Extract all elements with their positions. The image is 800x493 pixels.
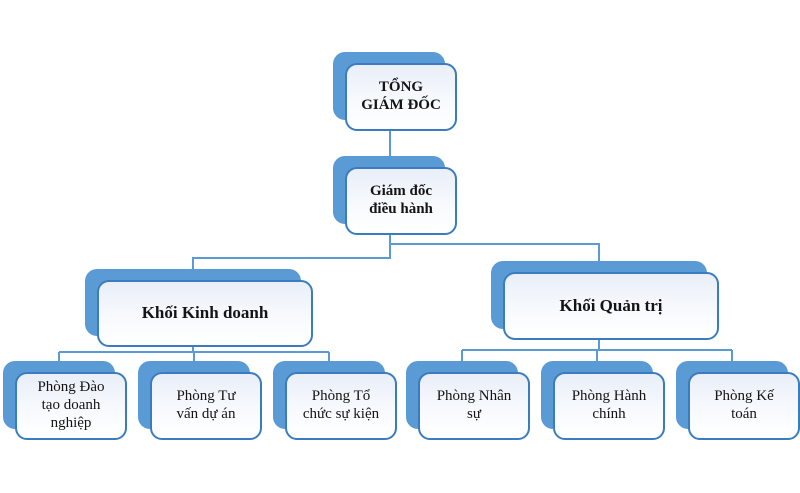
org-node-khoi-kinh-doanh: Khối Kinh doanh	[85, 269, 313, 347]
connector-exec-to-kinh-doanh	[192, 244, 391, 270]
node-face: Phòng Nhân sự	[418, 372, 530, 440]
node-face: Khối Kinh doanh	[97, 280, 313, 347]
node-label: Khối Kinh doanh	[141, 303, 269, 323]
connector-quan-tri-to-phong	[461, 340, 733, 362]
org-node-phong-dao-tao: Phòng Đào tạo doanh nghiệp	[3, 361, 127, 440]
node-label: Giám đốc điều hành	[369, 183, 433, 217]
node-label: Phòng Tư vấn dự án	[176, 388, 236, 422]
node-face: Phòng Kế toán	[688, 372, 800, 440]
org-node-phong-ke-toan: Phòng Kế toán	[676, 361, 800, 440]
node-face: Phòng Hành chính	[553, 372, 665, 440]
org-node-giam-doc-dieu-hanh: Giám đốc điều hành	[333, 156, 457, 235]
node-face: Giám đốc điều hành	[345, 167, 457, 235]
node-label: Phòng Tổ chức sự kiện	[302, 388, 380, 422]
node-face: Khối Quản trị	[503, 272, 719, 340]
org-node-tong-giam-doc: TỔNG GIÁM ĐỐC	[333, 52, 457, 131]
node-label: Phòng Đào tạo doanh nghiệp	[37, 379, 105, 431]
node-label: Khối Quản trị	[559, 295, 663, 315]
node-face: Phòng Tư vấn dự án	[150, 372, 262, 440]
org-node-phong-tu-van: Phòng Tư vấn dự án	[138, 361, 262, 440]
connector-kinh-doanh-to-phong	[58, 347, 330, 362]
org-node-khoi-quan-tri: Khối Quản trị	[491, 261, 719, 340]
connector-exec-to-quan-tri	[389, 235, 600, 262]
org-node-phong-hanh-chinh: Phòng Hành chính	[541, 361, 665, 440]
node-face: TỔNG GIÁM ĐỐC	[345, 63, 457, 131]
node-face: Phòng Tổ chức sự kiện	[285, 372, 397, 440]
node-label: Phòng Hành chính	[571, 388, 647, 422]
node-label: TỔNG GIÁM ĐỐC	[361, 79, 441, 113]
org-node-phong-to-chuc: Phòng Tổ chức sự kiện	[273, 361, 397, 440]
node-label: Phòng Kế toán	[714, 388, 774, 422]
node-label: Phòng Nhân sự	[436, 388, 512, 422]
node-face: Phòng Đào tạo doanh nghiệp	[15, 372, 127, 440]
org-node-phong-nhan-su: Phòng Nhân sự	[406, 361, 530, 440]
